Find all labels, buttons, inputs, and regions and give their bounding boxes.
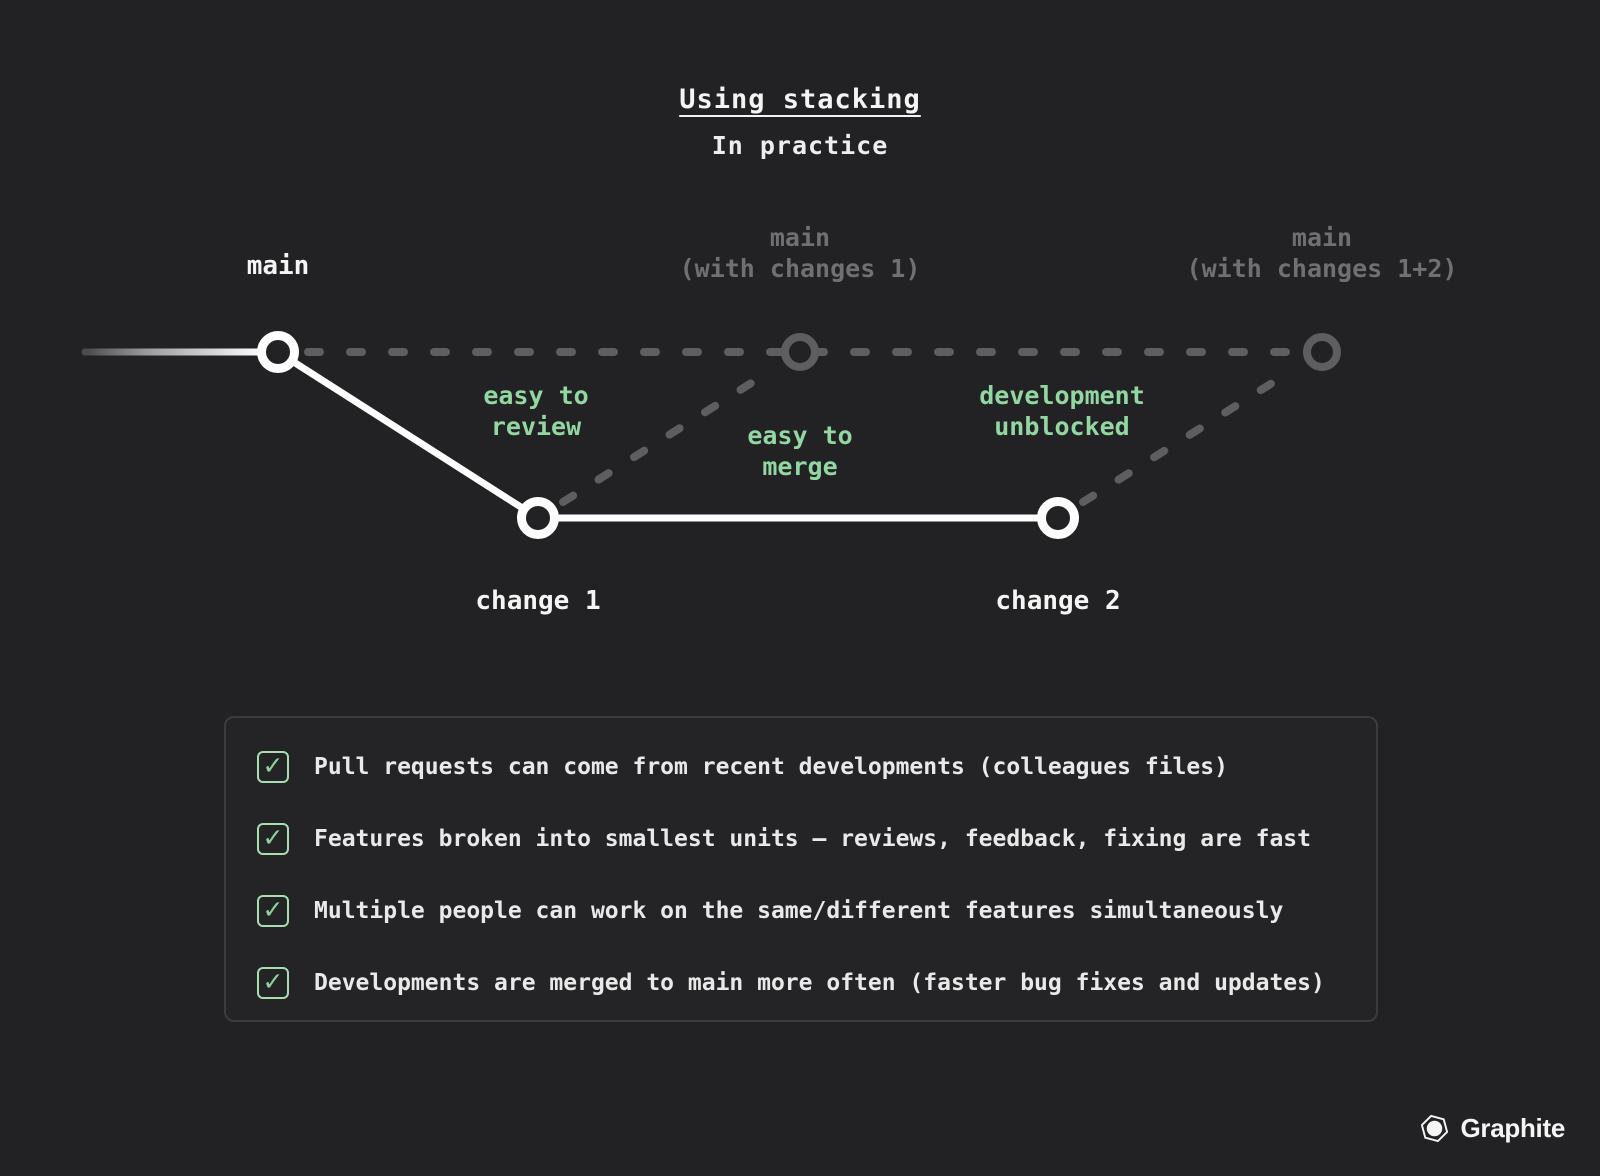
checklist-item-text: Pull requests can come from recent devel… xyxy=(314,754,1228,780)
check-icon: ✓ xyxy=(262,751,284,780)
checkbox-checked-icon: ✓ xyxy=(257,823,289,855)
checklist-item-text: Multiple people can work on the same/dif… xyxy=(314,898,1284,924)
ghost-commit-node-2 xyxy=(1303,333,1341,371)
checkbox-checked-icon: ✓ xyxy=(257,751,289,783)
graphite-logo-icon xyxy=(1421,1114,1449,1143)
checklist-item: ✓ Pull requests can come from recent dev… xyxy=(257,731,1376,803)
annotation-easy-to-merge: easy to merge xyxy=(747,421,853,482)
checkbox-checked-icon: ✓ xyxy=(257,895,289,927)
checklist-item: ✓ Developments are merged to main more o… xyxy=(257,947,1376,1019)
annotation-easy-to-review: easy to review xyxy=(483,381,589,442)
page-title: Using stacking xyxy=(679,84,921,115)
checkbox-checked-icon: ✓ xyxy=(257,967,289,999)
ghost-branch-label-2: main (with changes 1+2) xyxy=(1186,223,1458,284)
commit-node-change-2 xyxy=(1037,497,1079,539)
brand-footer: Graphite xyxy=(1419,1113,1565,1144)
annotation-development-unblocked: development unblocked xyxy=(979,381,1145,442)
checklist-item-text: Developments are merged to main more oft… xyxy=(314,970,1325,996)
checklist-item-text: Features broken into smallest units — re… xyxy=(314,826,1311,852)
check-icon: ✓ xyxy=(262,967,284,996)
brand-name: Graphite xyxy=(1460,1113,1565,1143)
benefits-panel: ✓ Pull requests can come from recent dev… xyxy=(224,716,1378,1022)
page-subtitle: In practice xyxy=(711,131,889,160)
ghost-commit-node-1 xyxy=(781,333,819,371)
check-icon: ✓ xyxy=(262,895,284,924)
branch-line-to-change-1 xyxy=(274,348,542,522)
title-block: Using stacking In practice xyxy=(0,84,1600,160)
checklist-item: ✓ Features broken into smallest units — … xyxy=(257,803,1376,875)
check-icon: ✓ xyxy=(262,823,284,852)
checklist-item: ✓ Multiple people can work on the same/d… xyxy=(257,875,1376,947)
change-2-label: change 2 xyxy=(995,586,1121,616)
dashed-merge-line-1 xyxy=(559,364,779,506)
commit-node-change-1 xyxy=(517,497,559,539)
change-1-label: change 1 xyxy=(475,586,601,616)
commit-node-main xyxy=(257,331,299,373)
branch-graph xyxy=(81,331,1341,539)
main-branch-label: main xyxy=(246,251,310,281)
dashed-merge-line-2 xyxy=(1079,364,1300,506)
ghost-branch-label-1: main (with changes 1) xyxy=(679,223,921,284)
